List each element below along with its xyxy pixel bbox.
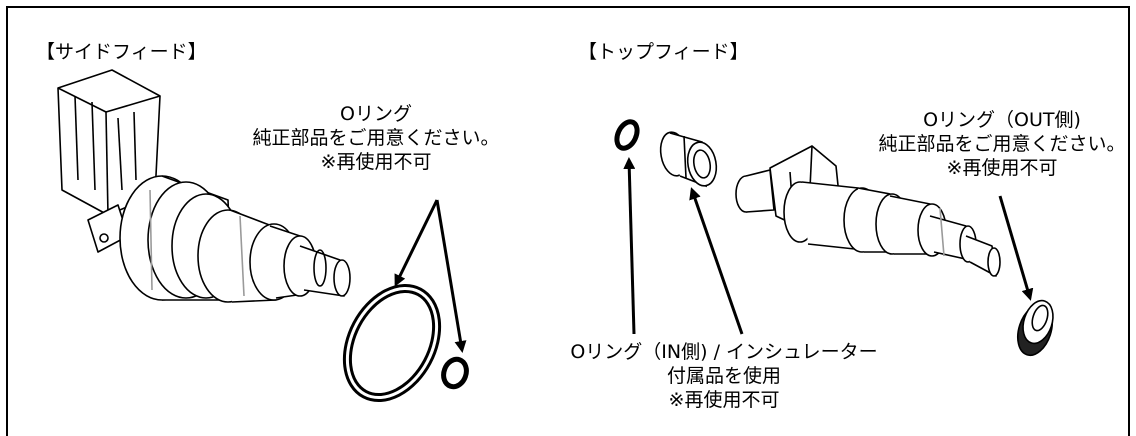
side-feed-heading: 【サイドフィード】 xyxy=(36,41,207,63)
top-feed-insulator xyxy=(659,131,718,188)
side-feed-genuine-part-note: 純正部品をご用意ください。 xyxy=(252,127,500,149)
top-feed-in-included-part-note: 付属品を使用 xyxy=(666,365,782,387)
top-feed-in-o-ring xyxy=(614,119,640,151)
top-feed-out-o-ring xyxy=(1016,299,1054,357)
side-feed-no-reuse-note: ※再使用不可 xyxy=(320,151,432,173)
side-feed-injector-illustration xyxy=(57,69,351,303)
top-feed-heading: 【トップフィード】 xyxy=(578,41,749,63)
top-feed-in-no-reuse-note: ※再使用不可 xyxy=(668,389,780,411)
side-feed-arrows xyxy=(394,199,467,353)
top-feed-in-o-ring-insulator-label: Oリング（IN側) / インシュレーター xyxy=(570,341,878,363)
side-feed-large-o-ring xyxy=(342,283,442,403)
top-feed-out-o-ring-label: Oリング（OUT側) xyxy=(923,109,1081,131)
top-feed-arrows xyxy=(623,157,1034,335)
side-feed-o-ring-label: Oリング xyxy=(340,103,412,125)
diagram-frame xyxy=(6,6,1130,436)
top-feed-out-no-reuse-note: ※再使用不可 xyxy=(946,157,1058,179)
side-feed-small-o-ring xyxy=(441,356,469,390)
top-feed-injector-illustration xyxy=(735,145,1001,277)
top-feed-out-genuine-part-note: 純正部品をご用意ください。 xyxy=(878,133,1126,155)
